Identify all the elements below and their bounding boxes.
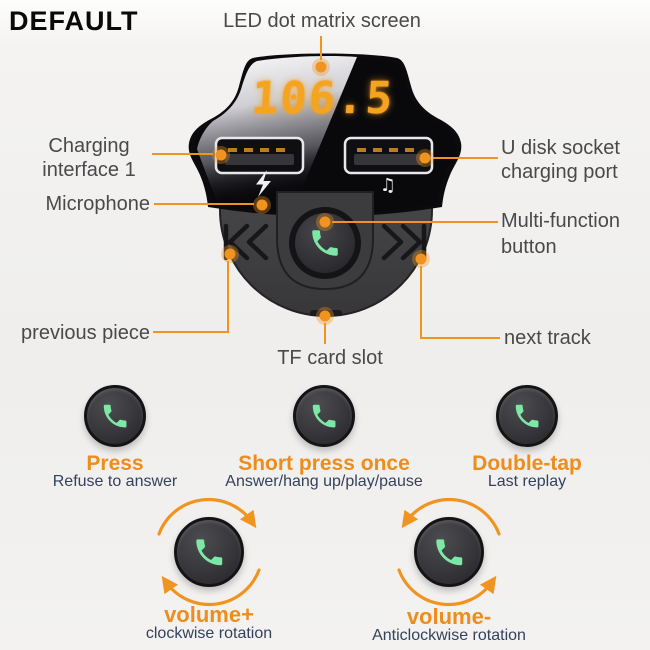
music-note-icon: ♫ (380, 175, 396, 196)
volume-down-action: volume- (406, 604, 492, 629)
label-previous-piece: previous piece (21, 322, 150, 344)
label-multifunction-line2: button (501, 236, 557, 258)
volume-up-button (174, 517, 244, 587)
gesture-button-double-tap (496, 385, 558, 447)
label-tf-card-slot: TF card slot (277, 347, 383, 369)
volume-down-button (414, 517, 484, 587)
anticlockwise-rotation-arrows (397, 497, 501, 607)
label-udisk-line1: U disk socket (501, 137, 620, 159)
gesture-action-double-tap: Double-tap (472, 452, 582, 475)
gesture-result-double-tap: Last replay (487, 473, 567, 490)
usb-port-right (343, 136, 434, 175)
callout-dot-previous (221, 245, 239, 263)
label-led-screen: LED dot matrix screen (223, 10, 421, 32)
label-next-track: next track (504, 327, 591, 349)
label-charging-line1: Charging (48, 135, 130, 157)
callout-dot-next (412, 250, 430, 268)
callout-dot-charging (212, 146, 230, 164)
callout-dot-udisk (416, 149, 434, 167)
volume-down-result: Anticlockwise rotation (372, 627, 526, 644)
label-charging-interface: Charging interface 1 (28, 134, 150, 182)
label-udisk-line2: charging port (501, 161, 618, 183)
phone-handset-icon (192, 535, 227, 570)
next-track-icon (381, 223, 427, 261)
callout-line-previous (153, 261, 229, 333)
clockwise-rotation-arrows (157, 497, 261, 607)
phone-handset-icon (309, 401, 339, 431)
callout-dot-multifunction (316, 213, 334, 231)
callout-dot-tf (316, 307, 334, 325)
multi-function-knob (295, 213, 355, 273)
gesture-action-press: Press (86, 452, 144, 475)
label-multifunction: Multi-function button (501, 208, 646, 260)
callout-dot-led (312, 58, 330, 76)
led-display: 106.5 (249, 73, 397, 124)
callout-lines (152, 36, 500, 344)
usb-port-left (214, 136, 305, 175)
watermark-default: DEFAULT (9, 6, 139, 36)
gesture-result-press: Refuse to answer (52, 473, 178, 490)
gesture-button-press (84, 385, 146, 447)
callout-dot-microphone (253, 196, 271, 214)
lightning-bolt-icon (256, 170, 271, 197)
label-udisk-socket: U disk socket charging port (501, 136, 646, 184)
gesture-action-short-press: Short press once (238, 452, 410, 475)
phone-handset-icon (432, 535, 467, 570)
volume-up-action: volume+ (164, 602, 254, 627)
phone-handset-icon (100, 401, 130, 431)
volume-up-result: clockwise rotation (145, 625, 273, 642)
gesture-result-short-press: Answer/hang up/play/pause (225, 473, 423, 490)
callout-line-next (420, 266, 500, 339)
label-multifunction-line1: Multi-function (501, 210, 620, 232)
label-microphone: Microphone (45, 193, 150, 215)
gesture-button-short-press (293, 385, 355, 447)
phone-handset-icon (512, 401, 542, 431)
callout-dots (212, 58, 434, 325)
label-charging-line2: interface 1 (42, 159, 136, 181)
